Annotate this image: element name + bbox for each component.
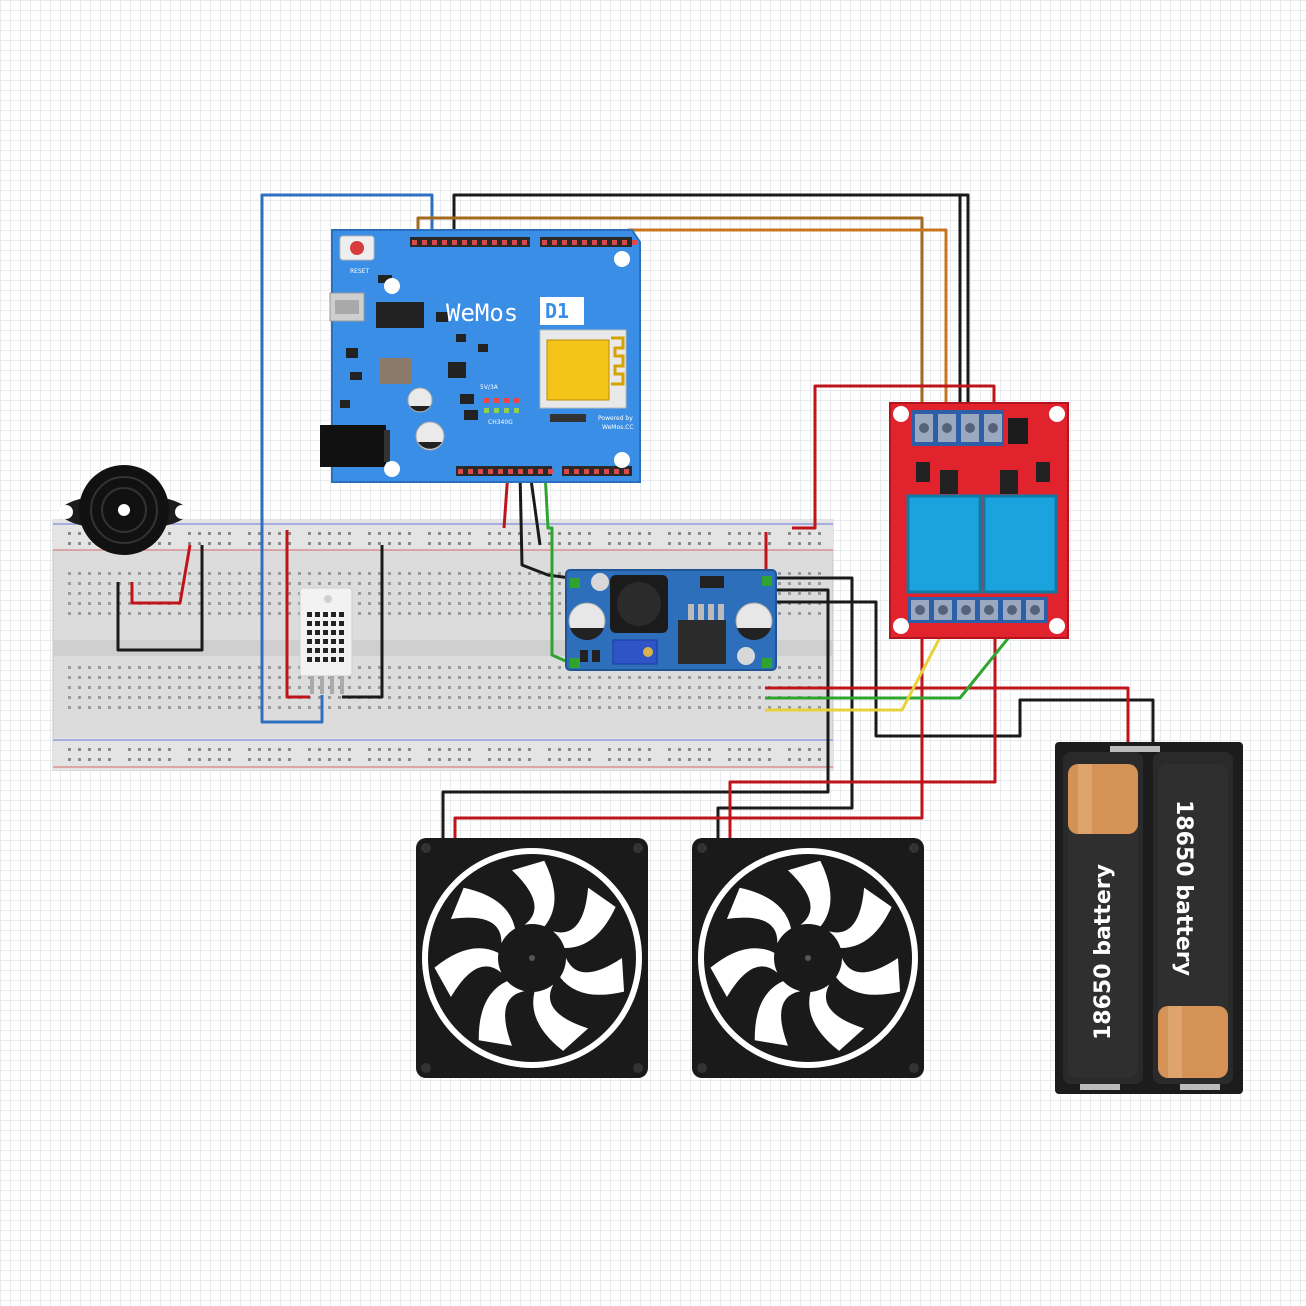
relay-1 <box>906 494 982 594</box>
step-down-converter-module <box>565 569 777 671</box>
wire-black-stepdown-out-3 <box>776 600 1155 745</box>
dc-barrel-jack <box>320 425 386 467</box>
wire-red-battery <box>765 686 1130 745</box>
chip-label: CH340G <box>488 419 513 426</box>
wire-red-buzzer <box>130 544 192 605</box>
wire-blue-dht-data <box>260 193 434 724</box>
reset-label: RESET <box>350 268 370 275</box>
wire-black-board-gnd-2 <box>528 471 542 546</box>
battery-label-1: 18650 battery <box>1091 864 1116 1040</box>
battery-cell-2 <box>1158 764 1228 1078</box>
usb-serial-chip <box>376 302 424 328</box>
dht-sensor <box>299 587 353 694</box>
wires <box>116 193 1155 838</box>
wire-red-relay-vcc <box>792 384 996 530</box>
powered-by-label: Powered by <box>598 415 633 422</box>
power-label: 5V/3A <box>480 384 499 391</box>
dual-relay-module <box>889 402 1069 639</box>
battery-holder: 18650 battery 18650 battery <box>1055 742 1243 1094</box>
wire-yellow-relay <box>765 625 948 712</box>
wire-black-dht-gnd <box>342 545 384 699</box>
wire-black-board-gnd-1 <box>518 471 571 580</box>
fan-2 <box>692 838 924 1078</box>
wemos-d1-board: RESET WeMos D1 Powered by WeM <box>320 229 641 483</box>
wire-green-board-vin <box>543 471 571 665</box>
wire-green-relay <box>765 625 1020 700</box>
wemos-cc-label: WeMos.CC <box>602 424 634 431</box>
wire-red-relay-fan1 <box>453 630 924 838</box>
battery-label-2: 18650 battery <box>1171 800 1196 976</box>
piezo-buzzer <box>59 465 189 555</box>
wire-black-stepdown-out-2 <box>441 588 830 838</box>
battery-cell-1 <box>1068 764 1138 1078</box>
wire-red-relay-fan2 <box>728 630 997 838</box>
wire-orange-relay-in2 <box>618 228 948 418</box>
relay-2 <box>982 494 1058 594</box>
wire-black-buzzer <box>116 545 204 652</box>
wire-red-dht-vcc <box>285 530 310 699</box>
wire-black-board-relay-2 <box>960 193 970 418</box>
board-brand-label: WeMos <box>446 299 518 327</box>
board-model-label: D1 <box>545 299 569 323</box>
wire-brown-relay-in1 <box>416 216 924 418</box>
fan-1 <box>416 838 648 1078</box>
